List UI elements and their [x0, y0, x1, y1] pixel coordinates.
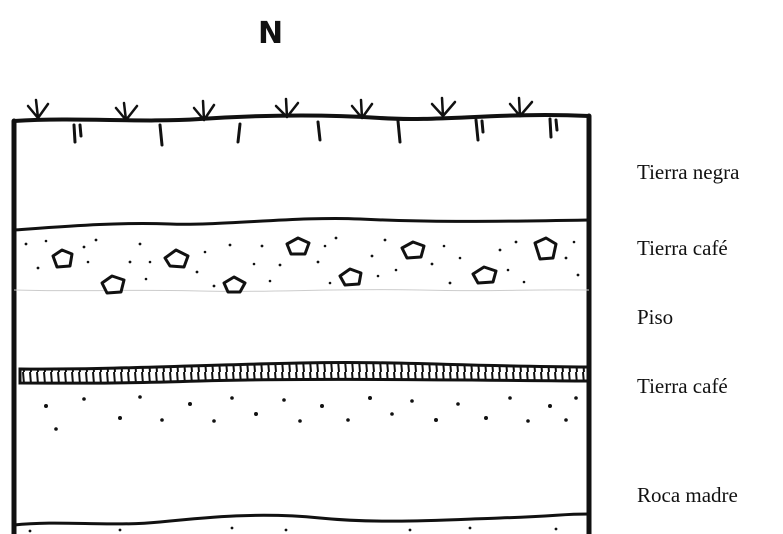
roots: [74, 119, 557, 145]
label-tierra-cafe-upper: Tierra café: [637, 236, 728, 261]
sand-dots-lower: [44, 395, 578, 431]
profile-frame: [14, 116, 589, 534]
boundary-roca-madre: [14, 514, 589, 525]
pebbles: [53, 238, 556, 293]
label-piso: Piso: [637, 305, 673, 330]
boundary-cafe-piso: [14, 290, 589, 292]
label-roca-madre: Roca madre: [637, 483, 738, 508]
label-tierra-cafe-lower: Tierra café: [637, 374, 728, 399]
rock-dots: [29, 527, 558, 533]
ground-surface-line: [14, 115, 589, 121]
label-tierra-negra: Tierra negra: [637, 160, 739, 185]
piso-band: [20, 363, 589, 384]
boundary-negra-cafe: [14, 218, 589, 230]
